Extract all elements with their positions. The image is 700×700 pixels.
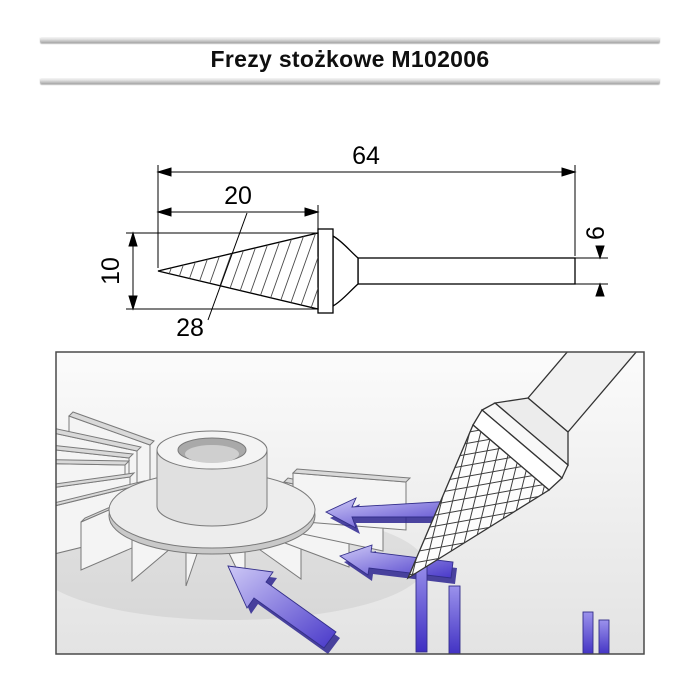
arrowhead xyxy=(128,231,138,247)
burr-collar xyxy=(317,228,334,314)
dim-head-length: 20 xyxy=(156,182,320,229)
header-rule-top xyxy=(40,36,660,43)
dim-total-length: 64 xyxy=(156,142,577,268)
page-header: Frezy stożkowe M102006 xyxy=(40,36,660,84)
arrow-tail xyxy=(598,619,610,654)
dim-value-10: 10 xyxy=(97,257,125,285)
burr-shank xyxy=(357,257,576,285)
workpiece-hub xyxy=(156,430,268,527)
dim-value-20: 20 xyxy=(224,182,252,210)
arrowhead xyxy=(128,295,138,311)
arrowhead xyxy=(156,167,172,177)
dim-shank-diameter: 6 xyxy=(575,226,610,297)
arrowhead xyxy=(595,245,605,260)
dim-cone-angle: 28 xyxy=(176,212,248,342)
arrow-tail xyxy=(582,611,594,654)
arrow xyxy=(227,565,337,649)
illustration-frame xyxy=(55,351,645,655)
dim-value-6: 6 xyxy=(582,226,610,240)
arrow-tail xyxy=(415,559,428,653)
arrowhead xyxy=(595,282,605,297)
dim-head-diameter: 10 xyxy=(97,231,318,311)
burr-profile xyxy=(157,228,576,314)
dim-value-28: 28 xyxy=(176,314,204,342)
header-rule-bottom xyxy=(40,77,660,84)
burr-cone xyxy=(157,232,319,310)
arrow-tail xyxy=(448,585,461,654)
arrowhead xyxy=(561,167,577,177)
arrowhead xyxy=(156,207,172,217)
dim-value-64: 64 xyxy=(352,142,380,170)
burr-neck xyxy=(332,234,359,308)
technical-drawing: 64 20 10 28 xyxy=(97,142,610,342)
hub-bore-bottom xyxy=(185,445,239,463)
illustration xyxy=(55,351,645,655)
arrowhead xyxy=(304,207,320,217)
page-title: Frezy stożkowe M102006 xyxy=(210,46,490,72)
